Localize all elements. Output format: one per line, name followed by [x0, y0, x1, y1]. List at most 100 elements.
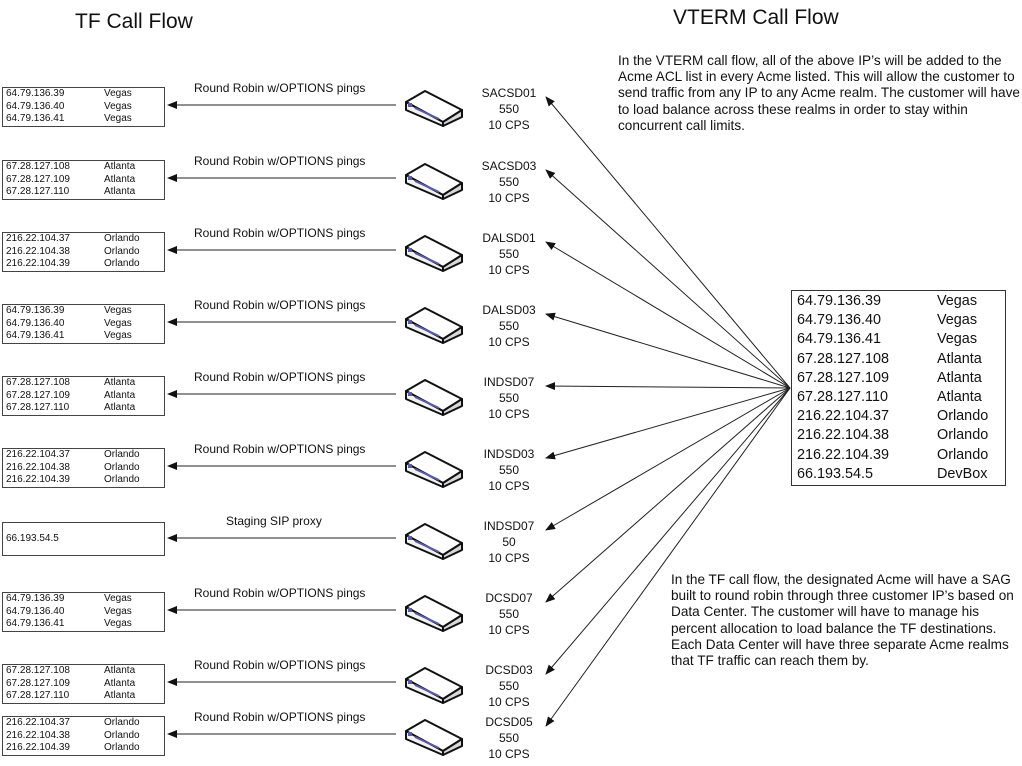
- ip-address: 67.28.127.110: [797, 389, 888, 406]
- site-name: Vegas: [104, 100, 132, 112]
- flow-label: Round Robin w/OPTIONS pings: [194, 226, 366, 240]
- session-border-controller-icon: [403, 233, 465, 273]
- site-name: DevBox: [937, 465, 988, 482]
- site-name: Vegas: [104, 618, 132, 630]
- session-border-controller-icon: [403, 593, 465, 633]
- ip-address: 67.28.127.110: [6, 186, 70, 198]
- site-name: Atlanta: [104, 389, 136, 401]
- flow-label: Round Robin w/OPTIONS pings: [194, 81, 366, 95]
- session-border-controller-icon: [403, 449, 465, 489]
- site-name: Vegas: [104, 330, 132, 342]
- site-name: Atlanta: [937, 350, 982, 367]
- flow-label: Round Robin w/OPTIONS pings: [194, 370, 366, 384]
- site-name: Atlanta: [104, 402, 136, 414]
- session-border-controller-icon: [403, 717, 465, 757]
- ip-address: 64.79.136.41: [6, 618, 65, 630]
- site-name: Orlando: [104, 461, 140, 473]
- ip-address: 64.79.136.41: [6, 330, 65, 342]
- device-sessions: 550: [498, 463, 520, 477]
- site-name: Vegas: [104, 317, 132, 329]
- ip-entry: 216.22.104.38 Orlando: [3, 462, 164, 475]
- site-name: Atlanta: [104, 690, 136, 702]
- ip-address: 216.22.104.39: [6, 474, 70, 486]
- ip-address: 67.28.127.108: [6, 161, 70, 172]
- ip-address: 64.79.136.39: [6, 88, 65, 99]
- device-cps: 10 CPS: [488, 335, 530, 349]
- flow-label: Round Robin w/OPTIONS pings: [194, 710, 366, 724]
- session-border-controller-icon: [403, 521, 465, 561]
- site-name: Vegas: [104, 305, 132, 316]
- ip-address: 66.193.54.5: [6, 532, 59, 544]
- device-cps: 10 CPS: [488, 191, 530, 205]
- ip-address: 66.193.54.5: [797, 465, 874, 482]
- device-cps: 10 CPS: [488, 118, 530, 132]
- ip-address: 64.79.136.40: [6, 605, 65, 617]
- site-name: Atlanta: [104, 161, 136, 172]
- device-sessions: 550: [498, 102, 520, 116]
- destination-ip-box: 66.193.54.5: [2, 522, 165, 556]
- ip-entry: 64.79.136.40 Vegas: [3, 606, 164, 619]
- site-name: Vegas: [104, 605, 132, 617]
- site-name: Orlando: [104, 474, 140, 486]
- flow-label: Round Robin w/OPTIONS pings: [194, 298, 366, 312]
- ip-entry: 216.22.104.37 Orlando: [3, 233, 164, 246]
- ip-entry: 67.28.127.110 Atlanta: [3, 186, 164, 199]
- site-name: Atlanta: [104, 186, 136, 198]
- session-border-controller-icon: [403, 665, 465, 705]
- site-name: Atlanta: [937, 389, 982, 406]
- device-sessions: 550: [498, 175, 520, 189]
- ip-address: 216.22.104.37: [6, 233, 70, 244]
- ip-address: 67.28.127.109: [797, 369, 890, 386]
- flow-label: Round Robin w/OPTIONS pings: [194, 586, 366, 600]
- vterm-flow-arrow: [545, 387, 791, 727]
- site-name: Vegas: [937, 331, 978, 348]
- ip-address: 67.28.127.108: [6, 665, 70, 676]
- tf-description: In the TF call flow, the designated Acme…: [671, 572, 1014, 669]
- ip-address: 64.79.136.40: [6, 100, 65, 112]
- vterm-flow-arrow: [545, 382, 791, 391]
- site-name: Orlando: [104, 449, 140, 460]
- site-name: Orlando: [104, 258, 140, 270]
- ip-address: 64.79.136.41: [797, 331, 882, 348]
- flow-label: Round Robin w/OPTIONS pings: [194, 658, 366, 672]
- session-border-controller-icon: [403, 161, 465, 201]
- ip-address: 64.79.136.39: [797, 293, 882, 309]
- site-name: Vegas: [104, 593, 132, 604]
- device-name: SACSD01: [481, 86, 537, 100]
- device-cps: 10 CPS: [488, 479, 530, 493]
- ip-address: 216.22.104.38: [6, 461, 70, 473]
- device-sessions: 550: [498, 247, 520, 261]
- ip-address: 216.22.104.38: [6, 729, 70, 741]
- device-sessions: 50: [502, 535, 516, 549]
- flow-label: Round Robin w/OPTIONS pings: [194, 154, 366, 168]
- site-name: Vegas: [937, 312, 978, 329]
- vterm-flow-arrow: [545, 241, 791, 389]
- site-name: Atlanta: [104, 677, 136, 689]
- device-sessions: 550: [498, 391, 520, 405]
- ip-entry: 67.28.127.108 Atlanta: [3, 161, 164, 174]
- device-sessions: 550: [498, 319, 520, 333]
- vterm-ip-entry: 67.28.127.110 Atlanta: [792, 388, 1005, 407]
- device-name: DCSD03: [485, 663, 533, 677]
- session-border-controller-icon: [403, 305, 465, 345]
- ip-address: 216.22.104.38: [6, 245, 70, 257]
- site-name: Orlando: [104, 233, 140, 244]
- site-name: Vegas: [104, 113, 132, 125]
